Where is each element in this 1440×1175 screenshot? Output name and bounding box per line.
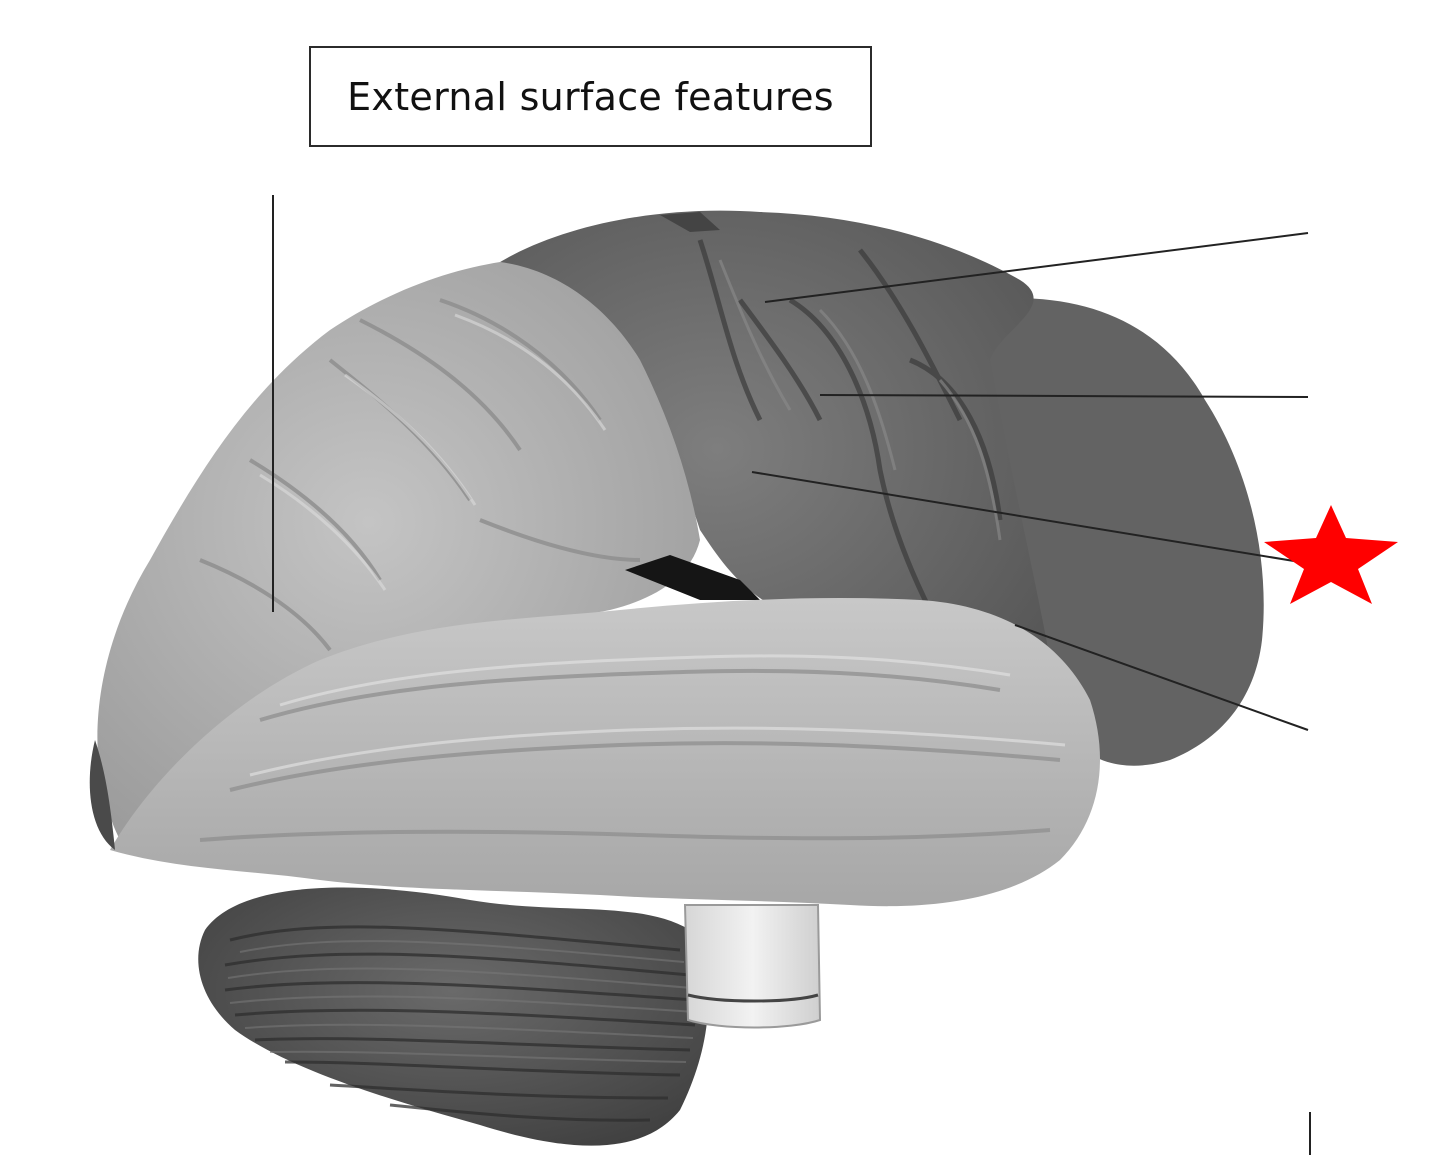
- leader-line-3: [751, 471, 1301, 563]
- diagram-title: External surface features: [347, 74, 834, 119]
- frontal-pole-shadow: [89, 740, 115, 850]
- leader-line-4: [1014, 624, 1309, 731]
- title-box: External surface features: [309, 46, 872, 147]
- star-icon: [1264, 505, 1398, 604]
- leader-line-2: [819, 394, 1309, 398]
- frontal-lobe: [97, 262, 760, 840]
- temporal-lobe: [110, 598, 1100, 907]
- brainstem: [683, 904, 822, 1029]
- leader-lines: [272, 195, 1311, 1155]
- leader-line-1: [764, 232, 1309, 303]
- cerebellum: [198, 887, 709, 1146]
